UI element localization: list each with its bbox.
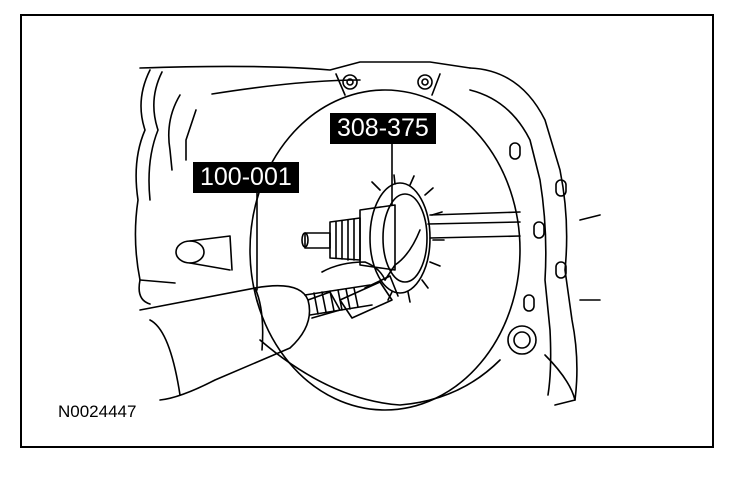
top-bolt-bosses — [335, 73, 441, 96]
seal-remover — [321, 229, 421, 319]
left-bore — [175, 235, 233, 271]
right-flange — [469, 67, 578, 406]
flange-holes — [509, 142, 567, 312]
housing-bore — [249, 89, 521, 411]
slide-hammer — [139, 284, 373, 401]
bell-housing-outline — [134, 69, 151, 305]
figure-id-label: N0024447 — [58, 402, 137, 421]
output-shaft — [301, 204, 396, 271]
housing-top-rim — [139, 61, 471, 71]
bottom-bolt-boss — [507, 325, 537, 355]
tool-callout-100-001: 100-001 — [193, 162, 299, 193]
tool-callout-308-375: 308-375 — [330, 113, 436, 144]
